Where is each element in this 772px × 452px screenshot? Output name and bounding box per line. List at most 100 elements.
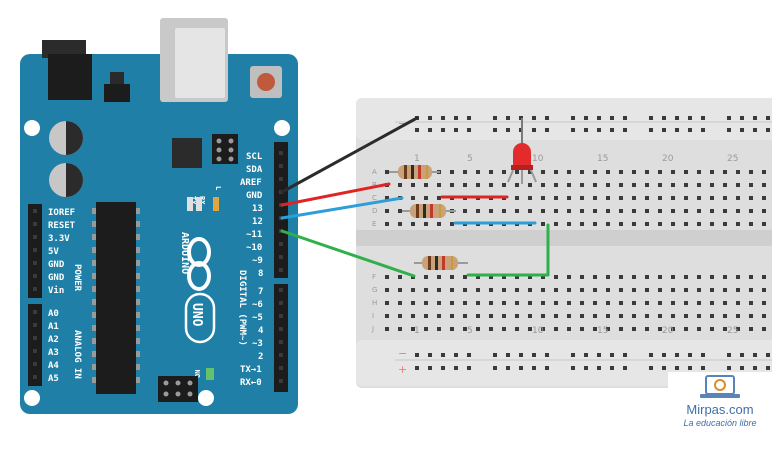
rail-hole[interactable] bbox=[597, 128, 601, 132]
rail-hole[interactable] bbox=[662, 366, 666, 370]
breadboard-hole[interactable] bbox=[723, 209, 727, 213]
breadboard-hole[interactable] bbox=[736, 275, 740, 279]
breadboard-hole[interactable] bbox=[593, 222, 597, 226]
breadboard-hole[interactable] bbox=[437, 183, 441, 187]
breadboard-hole[interactable] bbox=[554, 209, 558, 213]
breadboard-hole[interactable] bbox=[632, 222, 636, 226]
breadboard-hole[interactable] bbox=[697, 301, 701, 305]
breadboard-hole[interactable] bbox=[502, 327, 506, 331]
breadboard-hole[interactable] bbox=[632, 314, 636, 318]
rail-hole[interactable] bbox=[467, 116, 471, 120]
rail-hole[interactable] bbox=[701, 353, 705, 357]
breadboard-hole[interactable] bbox=[606, 288, 610, 292]
breadboard-hole[interactable] bbox=[762, 222, 766, 226]
breadboard-hole[interactable] bbox=[658, 196, 662, 200]
breadboard-hole[interactable] bbox=[632, 170, 636, 174]
rail-hole[interactable] bbox=[727, 366, 731, 370]
breadboard-hole[interactable] bbox=[736, 222, 740, 226]
breadboard-hole[interactable] bbox=[541, 288, 545, 292]
rail-hole[interactable] bbox=[467, 353, 471, 357]
breadboard-hole[interactable] bbox=[502, 170, 506, 174]
rail-hole[interactable] bbox=[545, 353, 549, 357]
breadboard-hole[interactable] bbox=[515, 288, 519, 292]
breadboard-hole[interactable] bbox=[476, 314, 480, 318]
breadboard-hole[interactable] bbox=[554, 301, 558, 305]
breadboard-hole[interactable] bbox=[489, 327, 493, 331]
breadboard-hole[interactable] bbox=[632, 183, 636, 187]
breadboard-hole[interactable] bbox=[541, 209, 545, 213]
breadboard-hole[interactable] bbox=[736, 327, 740, 331]
header-pin[interactable] bbox=[33, 375, 37, 379]
breadboard-hole[interactable] bbox=[749, 209, 753, 213]
rail-hole[interactable] bbox=[584, 366, 588, 370]
breadboard-hole[interactable] bbox=[762, 209, 766, 213]
breadboard-hole[interactable] bbox=[476, 209, 480, 213]
breadboard-hole[interactable] bbox=[697, 288, 701, 292]
breadboard-hole[interactable] bbox=[502, 209, 506, 213]
breadboard-hole[interactable] bbox=[554, 183, 558, 187]
breadboard-hole[interactable] bbox=[385, 275, 389, 279]
rail-hole[interactable] bbox=[740, 366, 744, 370]
breadboard-hole[interactable] bbox=[424, 327, 428, 331]
breadboard-hole[interactable] bbox=[762, 275, 766, 279]
breadboard-hole[interactable] bbox=[684, 183, 688, 187]
breadboard-hole[interactable] bbox=[671, 170, 675, 174]
breadboard-hole[interactable] bbox=[424, 275, 428, 279]
rail-hole[interactable] bbox=[571, 366, 575, 370]
rail-hole[interactable] bbox=[454, 353, 458, 357]
breadboard-hole[interactable] bbox=[684, 170, 688, 174]
breadboard-hole[interactable] bbox=[476, 170, 480, 174]
rail-hole[interactable] bbox=[571, 128, 575, 132]
breadboard-hole[interactable] bbox=[645, 196, 649, 200]
breadboard-hole[interactable] bbox=[398, 327, 402, 331]
breadboard-hole[interactable] bbox=[658, 170, 662, 174]
breadboard-hole[interactable] bbox=[385, 209, 389, 213]
breadboard-hole[interactable] bbox=[580, 209, 584, 213]
breadboard-hole[interactable] bbox=[580, 222, 584, 226]
breadboard-hole[interactable] bbox=[710, 301, 714, 305]
rail-hole[interactable] bbox=[649, 366, 653, 370]
rail-hole[interactable] bbox=[441, 366, 445, 370]
breadboard-hole[interactable] bbox=[580, 170, 584, 174]
rail-hole[interactable] bbox=[506, 366, 510, 370]
breadboard-hole[interactable] bbox=[385, 301, 389, 305]
header-pin[interactable] bbox=[33, 274, 37, 278]
rail-hole[interactable] bbox=[467, 128, 471, 132]
breadboard-hole[interactable] bbox=[411, 327, 415, 331]
breadboard-hole[interactable] bbox=[541, 222, 545, 226]
breadboard-hole[interactable] bbox=[684, 288, 688, 292]
rail-hole[interactable] bbox=[753, 366, 757, 370]
rail-hole[interactable] bbox=[623, 366, 627, 370]
breadboard-hole[interactable] bbox=[489, 314, 493, 318]
rail-hole[interactable] bbox=[493, 116, 497, 120]
breadboard-hole[interactable] bbox=[684, 314, 688, 318]
breadboard-hole[interactable] bbox=[619, 314, 623, 318]
rail-hole[interactable] bbox=[597, 366, 601, 370]
rail-hole[interactable] bbox=[428, 366, 432, 370]
breadboard-hole[interactable] bbox=[658, 301, 662, 305]
breadboard-hole[interactable] bbox=[710, 183, 714, 187]
breadboard-hole[interactable] bbox=[502, 183, 506, 187]
rail-hole[interactable] bbox=[675, 353, 679, 357]
breadboard-hole[interactable] bbox=[593, 170, 597, 174]
wire-pin12[interactable] bbox=[280, 196, 404, 220]
header-pin[interactable] bbox=[279, 242, 283, 246]
breadboard-hole[interactable] bbox=[463, 275, 467, 279]
rail-hole[interactable] bbox=[701, 128, 705, 132]
breadboard-hole[interactable] bbox=[580, 288, 584, 292]
breadboard-hole[interactable] bbox=[723, 170, 727, 174]
breadboard-hole[interactable] bbox=[710, 288, 714, 292]
breadboard-hole[interactable] bbox=[567, 301, 571, 305]
breadboard-hole[interactable] bbox=[385, 170, 389, 174]
breadboard-hole[interactable] bbox=[567, 183, 571, 187]
breadboard-hole[interactable] bbox=[567, 327, 571, 331]
breadboard-hole[interactable] bbox=[606, 222, 610, 226]
breadboard-hole[interactable] bbox=[463, 327, 467, 331]
breadboard-hole[interactable] bbox=[697, 327, 701, 331]
rail-hole[interactable] bbox=[688, 116, 692, 120]
breadboard-hole[interactable] bbox=[515, 209, 519, 213]
breadboard-hole[interactable] bbox=[658, 209, 662, 213]
breadboard-hole[interactable] bbox=[528, 314, 532, 318]
breadboard-hole[interactable] bbox=[411, 301, 415, 305]
breadboard-hole[interactable] bbox=[580, 327, 584, 331]
